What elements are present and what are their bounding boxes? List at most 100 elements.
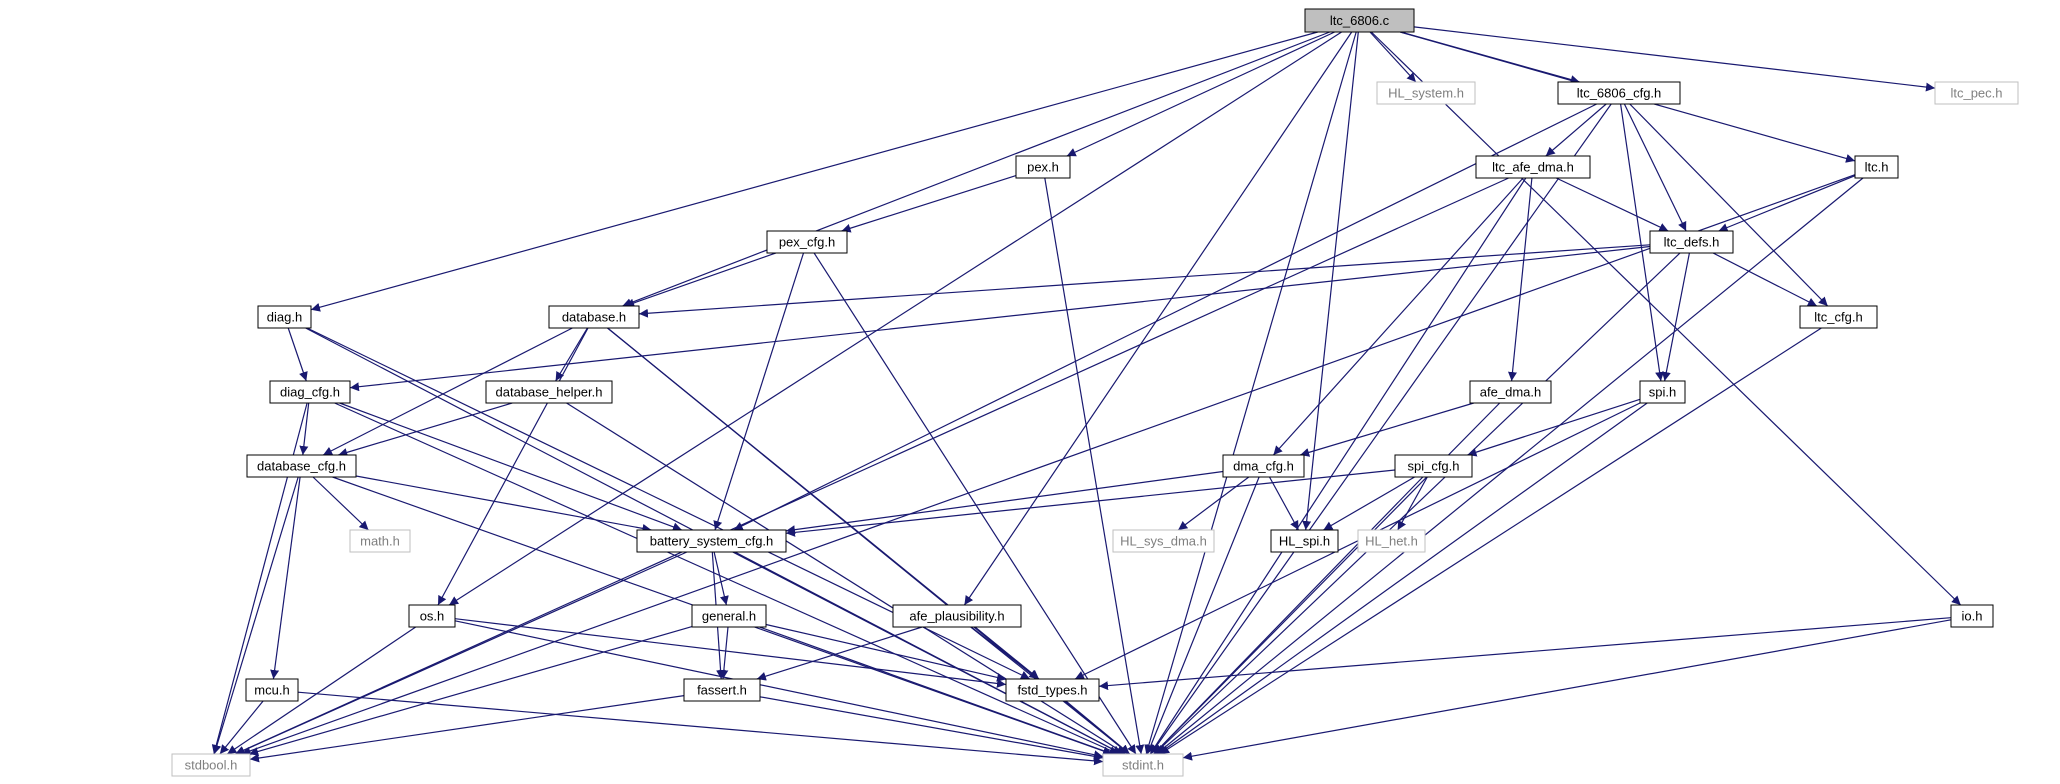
edge-battery_system_cfg_h-to-general_h bbox=[713, 551, 729, 606]
node-label: ltc_defs.h bbox=[1664, 235, 1720, 250]
node-label: general.h bbox=[702, 609, 756, 624]
node-label: diag.h bbox=[267, 310, 302, 325]
edge-ltc_6806_c-to-stdint_h bbox=[1144, 31, 1357, 755]
node-afe-dma-h[interactable]: afe_dma.h bbox=[1469, 380, 1552, 404]
node-ltc-afe-dma-h[interactable]: ltc_afe_dma.h bbox=[1475, 155, 1591, 179]
edge-ltc_6806_cfg_h-to-ltc_afe_dma_h bbox=[1545, 103, 1607, 157]
node-general-h[interactable]: general.h bbox=[691, 604, 767, 628]
node-label: HL_het.h bbox=[1365, 534, 1418, 549]
node-fstd-types-h[interactable]: fstd_types.h bbox=[1005, 678, 1100, 702]
edge-os_h-to-stdint_h bbox=[454, 620, 1104, 760]
edge-ltc_afe_dma_h-to-dma_cfg_h bbox=[1272, 177, 1524, 456]
node-box bbox=[636, 529, 787, 553]
node-label: ltc.h bbox=[1865, 160, 1889, 175]
node-box bbox=[1469, 380, 1552, 404]
edge-mcu_h-to-stdint_h bbox=[297, 691, 1104, 766]
node-label: fstd_types.h bbox=[1017, 683, 1087, 698]
node-database-h[interactable]: database.h bbox=[548, 305, 640, 329]
node-box bbox=[1934, 81, 2019, 105]
edge-ltc_6806_c-to-ltc_pec_h bbox=[1413, 26, 1936, 92]
node-label: HL_spi.h bbox=[1279, 534, 1330, 549]
node-label: spi_cfg.h bbox=[1407, 459, 1459, 474]
edge-pex_cfg_h-to-stdint_h bbox=[813, 252, 1137, 755]
edge-ltc_h-to-stdbool_h bbox=[241, 174, 1856, 756]
node-label: afe_plausibility.h bbox=[909, 609, 1004, 624]
edge-ltc_afe_dma_h-to-stdint_h bbox=[1149, 177, 1527, 755]
node-box bbox=[408, 604, 456, 628]
node-ltc-6806-cfg-h[interactable]: ltc_6806_cfg.h bbox=[1557, 81, 1681, 105]
edge-ltc_defs_h-to-stdint_h bbox=[1154, 252, 1681, 755]
node-os-h[interactable]: os.h bbox=[408, 604, 456, 628]
node-ltc-cfg-h[interactable]: ltc_cfg.h bbox=[1799, 305, 1878, 329]
node-hl-spi-h[interactable]: HL_spi.h bbox=[1270, 529, 1339, 553]
edge-io_h-to-fstd_types_h bbox=[1098, 617, 1952, 691]
node-spi-cfg-h[interactable]: spi_cfg.h bbox=[1394, 454, 1473, 478]
edge-battery_system_cfg_h-to-stdbool_h bbox=[235, 551, 688, 755]
edge-pex_h-to-pex_cfg_h bbox=[841, 175, 1017, 233]
node-box bbox=[691, 604, 767, 628]
node-stdbool-h: stdbool.h bbox=[171, 753, 251, 777]
edge-spi_cfg_h-to-stdint_h bbox=[1153, 476, 1424, 755]
node-box bbox=[245, 678, 299, 702]
edge-ltc_afe_dma_h-to-ltc_defs_h bbox=[1555, 177, 1669, 232]
node-io-h[interactable]: io.h bbox=[1950, 604, 1994, 628]
node-database-helper-h[interactable]: database_helper.h bbox=[485, 380, 613, 404]
node-label: pex_cfg.h bbox=[779, 235, 835, 250]
edge-database_helper_h-to-database_cfg_h bbox=[338, 402, 513, 457]
edge-dma_cfg_h-to-hl_spi_h bbox=[1268, 476, 1300, 531]
node-label: io.h bbox=[1962, 609, 1983, 624]
edge-ltc_defs_h-to-ltc_cfg_h bbox=[1712, 252, 1818, 307]
node-label: database_cfg.h bbox=[257, 459, 346, 474]
node-box bbox=[892, 604, 1022, 628]
edge-io_h-to-stdint_h bbox=[1182, 619, 1952, 761]
node-box bbox=[1950, 604, 1994, 628]
edge-layer bbox=[211, 26, 1962, 766]
node-afe-plausibility-h[interactable]: afe_plausibility.h bbox=[892, 604, 1022, 628]
node-pex-h[interactable]: pex.h bbox=[1015, 155, 1071, 179]
node-label: stdbool.h bbox=[185, 758, 238, 773]
node-ltc-6806-c[interactable]: ltc_6806.c bbox=[1304, 8, 1415, 33]
edge-os_h-to-stdbool_h bbox=[226, 626, 417, 755]
node-label: spi.h bbox=[1649, 385, 1676, 400]
node-spi-h[interactable]: spi.h bbox=[1639, 380, 1686, 404]
edge-battery_system_cfg_h-to-stdint_h bbox=[732, 551, 1123, 755]
edge-fassert_h-to-stdbool_h bbox=[249, 695, 685, 763]
edge-spi_h-to-spi_cfg_h bbox=[1467, 398, 1641, 457]
node-label: HL_system.h bbox=[1388, 86, 1464, 101]
edge-spi_cfg_h-to-hl_spi_h bbox=[1323, 476, 1415, 531]
node-box bbox=[485, 380, 613, 404]
node-box bbox=[1357, 529, 1426, 553]
node-label: dma_cfg.h bbox=[1233, 459, 1294, 474]
node-battery-system-cfg-h[interactable]: battery_system_cfg.h bbox=[636, 529, 787, 553]
node-label: os.h bbox=[420, 609, 445, 624]
node-mcu-h[interactable]: mcu.h bbox=[245, 678, 299, 702]
edge-ltc_defs_h-to-spi_h bbox=[1661, 252, 1690, 382]
node-diag-cfg-h[interactable]: diag_cfg.h bbox=[269, 380, 351, 404]
node-pex-cfg-h[interactable]: pex_cfg.h bbox=[766, 230, 848, 254]
node-box bbox=[349, 529, 411, 553]
edge-os_h-to-fstd_types_h bbox=[454, 618, 1007, 688]
edge-general_h-to-stdint_h bbox=[759, 626, 1113, 756]
node-box bbox=[1854, 155, 1899, 179]
node-box bbox=[1799, 305, 1878, 329]
node-diag-h[interactable]: diag.h bbox=[257, 305, 312, 329]
node-box bbox=[1304, 8, 1415, 33]
node-label: database_helper.h bbox=[496, 385, 603, 400]
node-label: ltc_afe_dma.h bbox=[1492, 160, 1574, 175]
node-box bbox=[766, 230, 848, 254]
node-ltc-h[interactable]: ltc.h bbox=[1854, 155, 1899, 179]
node-fassert-h[interactable]: fassert.h bbox=[683, 678, 761, 702]
node-database-cfg-h[interactable]: database_cfg.h bbox=[246, 454, 357, 478]
edge-spi_h-to-stdint_h bbox=[1157, 402, 1648, 755]
node-ltc-defs-h[interactable]: ltc_defs.h bbox=[1649, 230, 1734, 254]
node-box bbox=[1112, 529, 1215, 553]
edge-pex_cfg_h-to-battery_system_cfg_h bbox=[713, 252, 805, 531]
node-hl-sys-dma-h: HL_sys_dma.h bbox=[1112, 529, 1215, 553]
edge-ltc_cfg_h-to-stdint_h bbox=[1159, 327, 1822, 755]
node-dma-cfg-h[interactable]: dma_cfg.h bbox=[1222, 454, 1305, 478]
edge-spi_cfg_h-to-hl_het_h bbox=[1397, 476, 1428, 531]
node-box bbox=[1270, 529, 1339, 553]
node-box bbox=[1015, 155, 1071, 179]
